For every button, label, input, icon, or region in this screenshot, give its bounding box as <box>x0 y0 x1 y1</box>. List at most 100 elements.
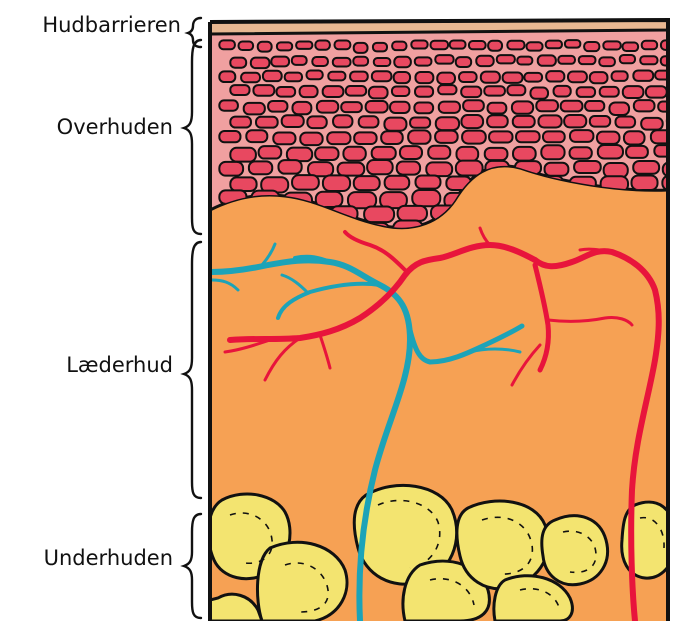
epidermal-cell <box>277 42 292 50</box>
epidermal-cell <box>335 41 351 50</box>
epidermal-cell <box>545 163 569 176</box>
label-hudbarrieren: Hudbarrieren <box>42 13 181 37</box>
epidermal-cell <box>487 115 508 127</box>
epidermal-cell <box>411 41 427 49</box>
epidermal-cell <box>435 55 453 64</box>
epidermal-cell <box>481 72 500 83</box>
epidermal-cell <box>385 176 410 190</box>
epidermal-cell <box>462 131 486 144</box>
epidermal-cell <box>285 73 302 82</box>
epidermal-cell <box>258 42 272 52</box>
epidermal-cell <box>246 130 267 142</box>
epidermal-cell <box>353 57 368 66</box>
epidermal-cell <box>558 56 575 64</box>
epidermal-cell <box>497 55 515 63</box>
epidermal-cell <box>415 175 440 188</box>
epidermal-cell <box>219 40 235 49</box>
epidermal-cell <box>570 147 592 159</box>
epidermal-cell <box>307 116 326 128</box>
epidermal-cell <box>372 71 392 81</box>
epidermal-cell <box>570 130 593 142</box>
epidermal-cell <box>543 131 565 142</box>
epidermal-cell <box>530 88 548 99</box>
epidermal-cell <box>426 162 452 176</box>
epidermal-cell <box>488 103 507 114</box>
epidermal-cell <box>436 117 459 130</box>
curly-brace-icon <box>184 18 201 618</box>
epidermal-cell <box>633 161 659 174</box>
epidermal-cell <box>268 101 287 112</box>
epidermal-cell <box>354 132 376 144</box>
epidermal-cell <box>219 100 238 110</box>
epidermal-cell <box>485 148 508 160</box>
epidermal-cell <box>271 57 289 67</box>
epidermal-cell <box>341 102 362 112</box>
epidermal-cell <box>366 101 388 112</box>
epidermal-cell <box>259 146 282 158</box>
epidermal-cell <box>599 57 615 66</box>
epidermal-cell <box>527 42 543 50</box>
epidermal-cell <box>300 86 318 97</box>
epidermal-cell <box>219 131 240 142</box>
epidermal-cell <box>394 72 410 83</box>
epidermal-cell <box>626 146 648 158</box>
epidermal-cell <box>359 116 379 127</box>
epidermal-cell <box>296 41 312 48</box>
epidermal-cell <box>431 41 449 50</box>
epidermal-cell <box>230 117 251 128</box>
epidermal-cell <box>230 148 256 162</box>
epidermal-cell <box>381 131 403 144</box>
epidermal-cell <box>600 87 619 97</box>
epidermal-cell <box>239 42 254 51</box>
epidermal-cell <box>609 102 629 115</box>
epidermal-cell <box>646 86 667 97</box>
epidermal-cell <box>461 115 483 128</box>
epidermal-cell <box>408 130 430 143</box>
epidermal-cell <box>641 118 663 130</box>
label-laederhud: Læderhud <box>66 353 173 377</box>
epidermal-cell <box>312 57 328 66</box>
epidermal-cell <box>579 56 596 64</box>
epidermal-cell <box>398 206 427 221</box>
epidermal-cell <box>603 41 620 49</box>
epidermal-cell <box>230 85 249 95</box>
epidermal-cell <box>564 115 586 127</box>
epidermal-cell <box>253 85 274 96</box>
epidermal-cell <box>414 102 433 113</box>
epidermal-cell <box>541 145 564 159</box>
epidermal-cell <box>374 58 391 66</box>
epidermal-cell <box>513 147 536 161</box>
epidermal-cell <box>306 71 322 80</box>
epidermal-cell <box>546 41 562 49</box>
epidermal-cell <box>415 72 433 83</box>
epidermal-cell <box>230 58 246 68</box>
epidermal-cell <box>623 43 639 52</box>
epidermal-cell <box>658 101 673 111</box>
epidermal-cell <box>354 176 380 190</box>
epidermal-cell <box>384 118 406 131</box>
epidermal-cell <box>328 72 345 81</box>
epidermal-cell <box>392 86 409 96</box>
epidermal-cell <box>538 55 556 65</box>
epidermal-cell <box>612 71 628 81</box>
epidermal-cell <box>633 70 653 80</box>
epidermal-cell <box>317 101 338 113</box>
epidermal-cell <box>632 175 658 190</box>
epidermal-cell <box>249 161 272 174</box>
epidermal-cell <box>333 115 352 127</box>
epidermal-cell <box>428 146 450 159</box>
epidermal-cell <box>350 72 368 82</box>
epidermal-cell <box>367 160 393 174</box>
epidermal-cell <box>369 87 388 99</box>
epidermal-cell <box>315 40 330 49</box>
epidermal-cell <box>524 73 542 82</box>
epidermal-cell <box>300 133 322 145</box>
epidermal-cell <box>354 43 368 53</box>
epidermal-cell <box>412 190 440 206</box>
epidermal-cell <box>292 175 319 190</box>
epidermal-cell <box>565 40 580 47</box>
epidermal-cell <box>554 86 571 97</box>
epidermal-cell <box>507 85 525 95</box>
epidermal-cell <box>439 102 460 113</box>
